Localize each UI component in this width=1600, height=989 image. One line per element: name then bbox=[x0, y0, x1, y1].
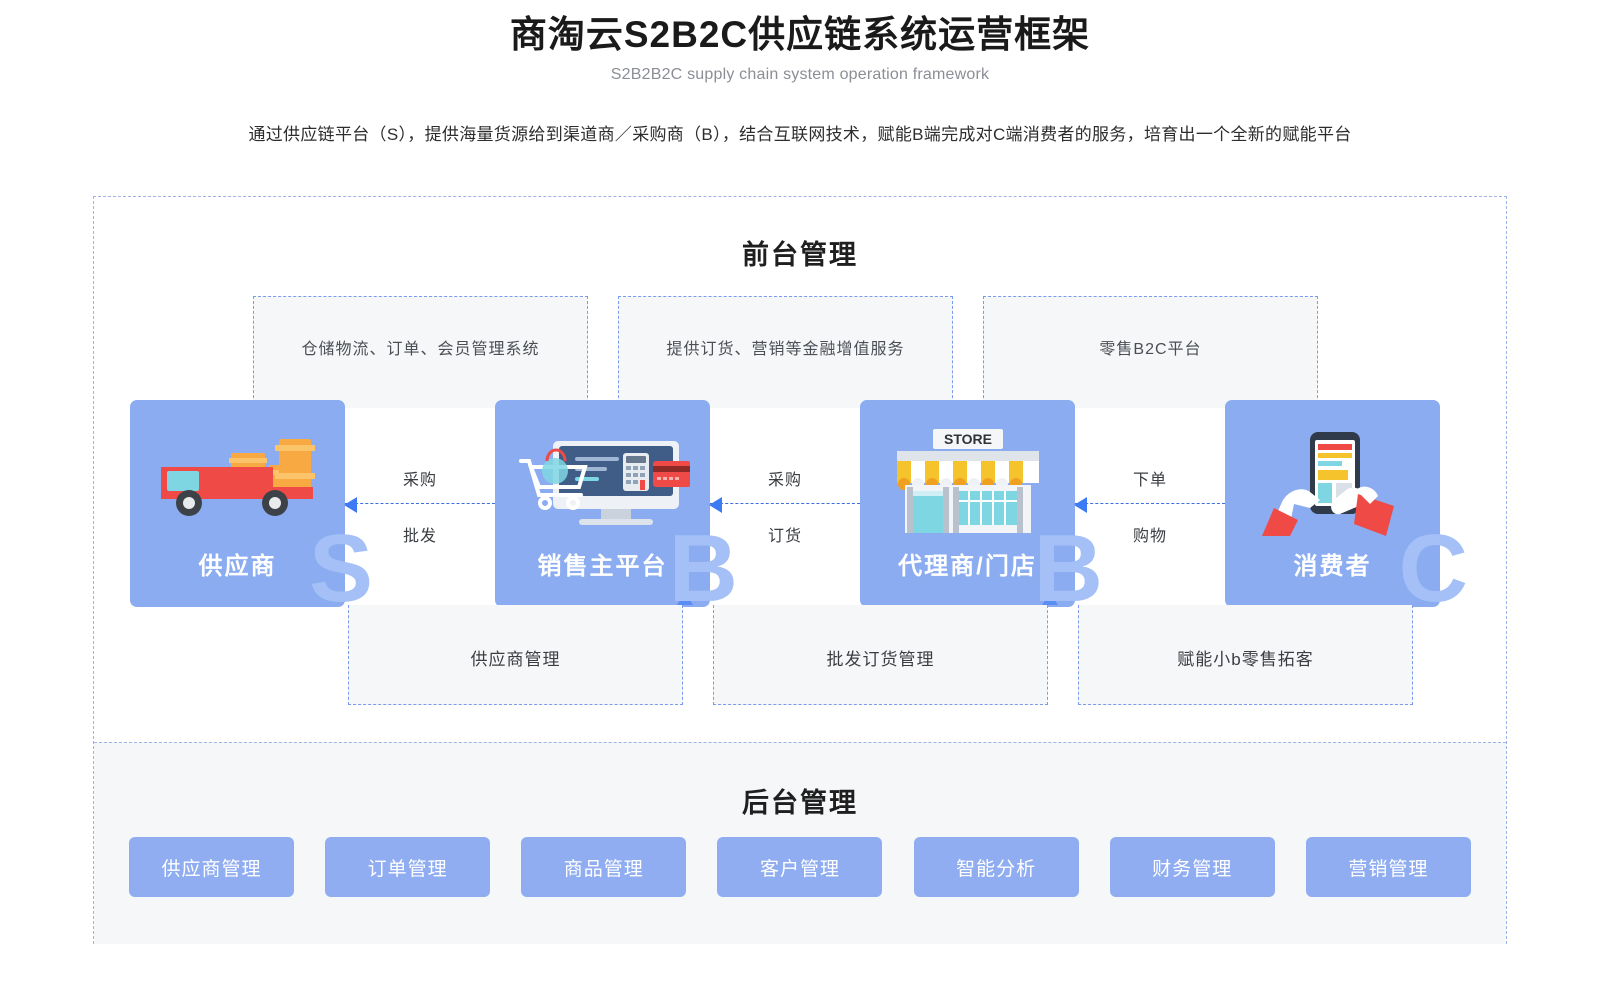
watermark-letter: B bbox=[668, 515, 738, 622]
front-office-section: 前台管理 仓储物流、订单、会员管理系统 提供订货、营销等金融增值服务 零售B2C… bbox=[94, 197, 1506, 742]
top-group-label: 仓储物流、订单、会员管理系统 bbox=[301, 341, 540, 358]
top-group-label: 零售B2C平台 bbox=[1099, 341, 1202, 358]
watermark-letter: B bbox=[1033, 515, 1103, 622]
bottom-group-label: 批发订货管理 bbox=[826, 650, 935, 669]
delivery-truck-icon bbox=[130, 428, 345, 538]
page-description: 通过供应链平台（S），提供海量货源给到渠道商／采购商（B），结合互联网技术，赋能… bbox=[248, 124, 1352, 144]
top-group-label: 提供订货、营销等金融增值服务 bbox=[666, 341, 905, 358]
bottom-group-label: 供应商管理 bbox=[470, 650, 561, 669]
back-office-section: 后台管理 供应商管理 订单管理 商品管理 客户管理 智能分析 财务管理 营销管理 bbox=[94, 742, 1506, 944]
connector-bottom-label: 购物 bbox=[1132, 528, 1167, 545]
connector-bottom-label: 批发 bbox=[402, 528, 437, 545]
bottom-group-retail-enable: 赋能小b零售拓客 bbox=[1078, 605, 1413, 705]
node-consumer[interactable]: C 消费者 bbox=[1225, 400, 1468, 617]
arrow-left-icon bbox=[1074, 497, 1087, 513]
chip-marketing-management[interactable]: 营销管理 bbox=[1305, 837, 1471, 897]
watermark-letter: C bbox=[1398, 515, 1468, 622]
top-group-finance: 提供订货、营销等金融增值服务 bbox=[618, 296, 953, 408]
arrow-up-to-agent-store bbox=[1042, 592, 1058, 605]
ecommerce-monitor-icon bbox=[495, 428, 710, 538]
bottom-group-label: 赋能小b零售拓客 bbox=[1177, 650, 1314, 669]
bottom-group-wholesale-mgmt: 批发订货管理 bbox=[713, 592, 1058, 705]
connector-agent-consumer: 下单 购物 bbox=[1074, 472, 1225, 545]
connector-sales-agent: 采购 订货 bbox=[709, 472, 860, 545]
arrow-left-icon bbox=[709, 497, 722, 513]
storefront-icon: STORE bbox=[860, 428, 1075, 538]
page-header: 商淘云S2B2C供应链系统运营框架 S2B2B2C supply chain s… bbox=[0, 0, 1600, 145]
node-label: 供应商 bbox=[198, 553, 277, 580]
back-office-chip-row: 供应商管理 订单管理 商品管理 客户管理 智能分析 财务管理 营销管理 bbox=[94, 837, 1506, 897]
chip-customer-management[interactable]: 客户管理 bbox=[717, 837, 883, 897]
chip-smart-analytics[interactable]: 智能分析 bbox=[913, 837, 1079, 897]
chip-order-management[interactable]: 订单管理 bbox=[325, 837, 491, 897]
node-label: 销售主平台 bbox=[537, 553, 668, 580]
hand-phone-icon bbox=[1225, 428, 1440, 538]
connector-top-label: 采购 bbox=[402, 472, 437, 489]
connector-supplier-sales: 采购 批发 bbox=[344, 472, 495, 545]
page-title: 商淘云S2B2C供应链系统运营框架 bbox=[509, 14, 1091, 55]
chip-supplier-management[interactable]: 供应商管理 bbox=[129, 837, 294, 897]
chip-finance-management[interactable]: 财务管理 bbox=[1109, 837, 1275, 897]
bottom-group-supplier-mgmt: 供应商管理 bbox=[348, 592, 693, 705]
front-office-title: 前台管理 bbox=[742, 240, 858, 270]
store-sign-text: STORE bbox=[944, 431, 992, 447]
connector-bottom-label: 订货 bbox=[767, 528, 802, 545]
node-supplier[interactable]: S 供应商 bbox=[130, 400, 373, 617]
page-subtitle: S2B2B2C supply chain system operation fr… bbox=[610, 65, 990, 83]
arrow-left-icon bbox=[344, 497, 357, 513]
connector-top-label: 下单 bbox=[1132, 472, 1167, 489]
chip-product-management[interactable]: 商品管理 bbox=[521, 837, 687, 897]
top-group-retail: 零售B2C平台 bbox=[983, 296, 1318, 408]
top-group-warehouse: 仓储物流、订单、会员管理系统 bbox=[253, 296, 588, 408]
node-label: 消费者 bbox=[1293, 553, 1372, 580]
connector-top-label: 采购 bbox=[767, 472, 802, 489]
node-sales-platform[interactable]: B bbox=[495, 400, 738, 617]
back-office-title: 后台管理 bbox=[742, 788, 858, 818]
framework-panel: 前台管理 仓储物流、订单、会员管理系统 提供订货、营销等金融增值服务 零售B2C… bbox=[93, 196, 1507, 944]
watermark-letter: S bbox=[308, 515, 373, 622]
arrow-up-to-sales-platform bbox=[677, 592, 693, 605]
node-agent-store[interactable]: B STORE bbox=[860, 400, 1103, 617]
node-label: 代理商/门店 bbox=[898, 553, 1037, 580]
